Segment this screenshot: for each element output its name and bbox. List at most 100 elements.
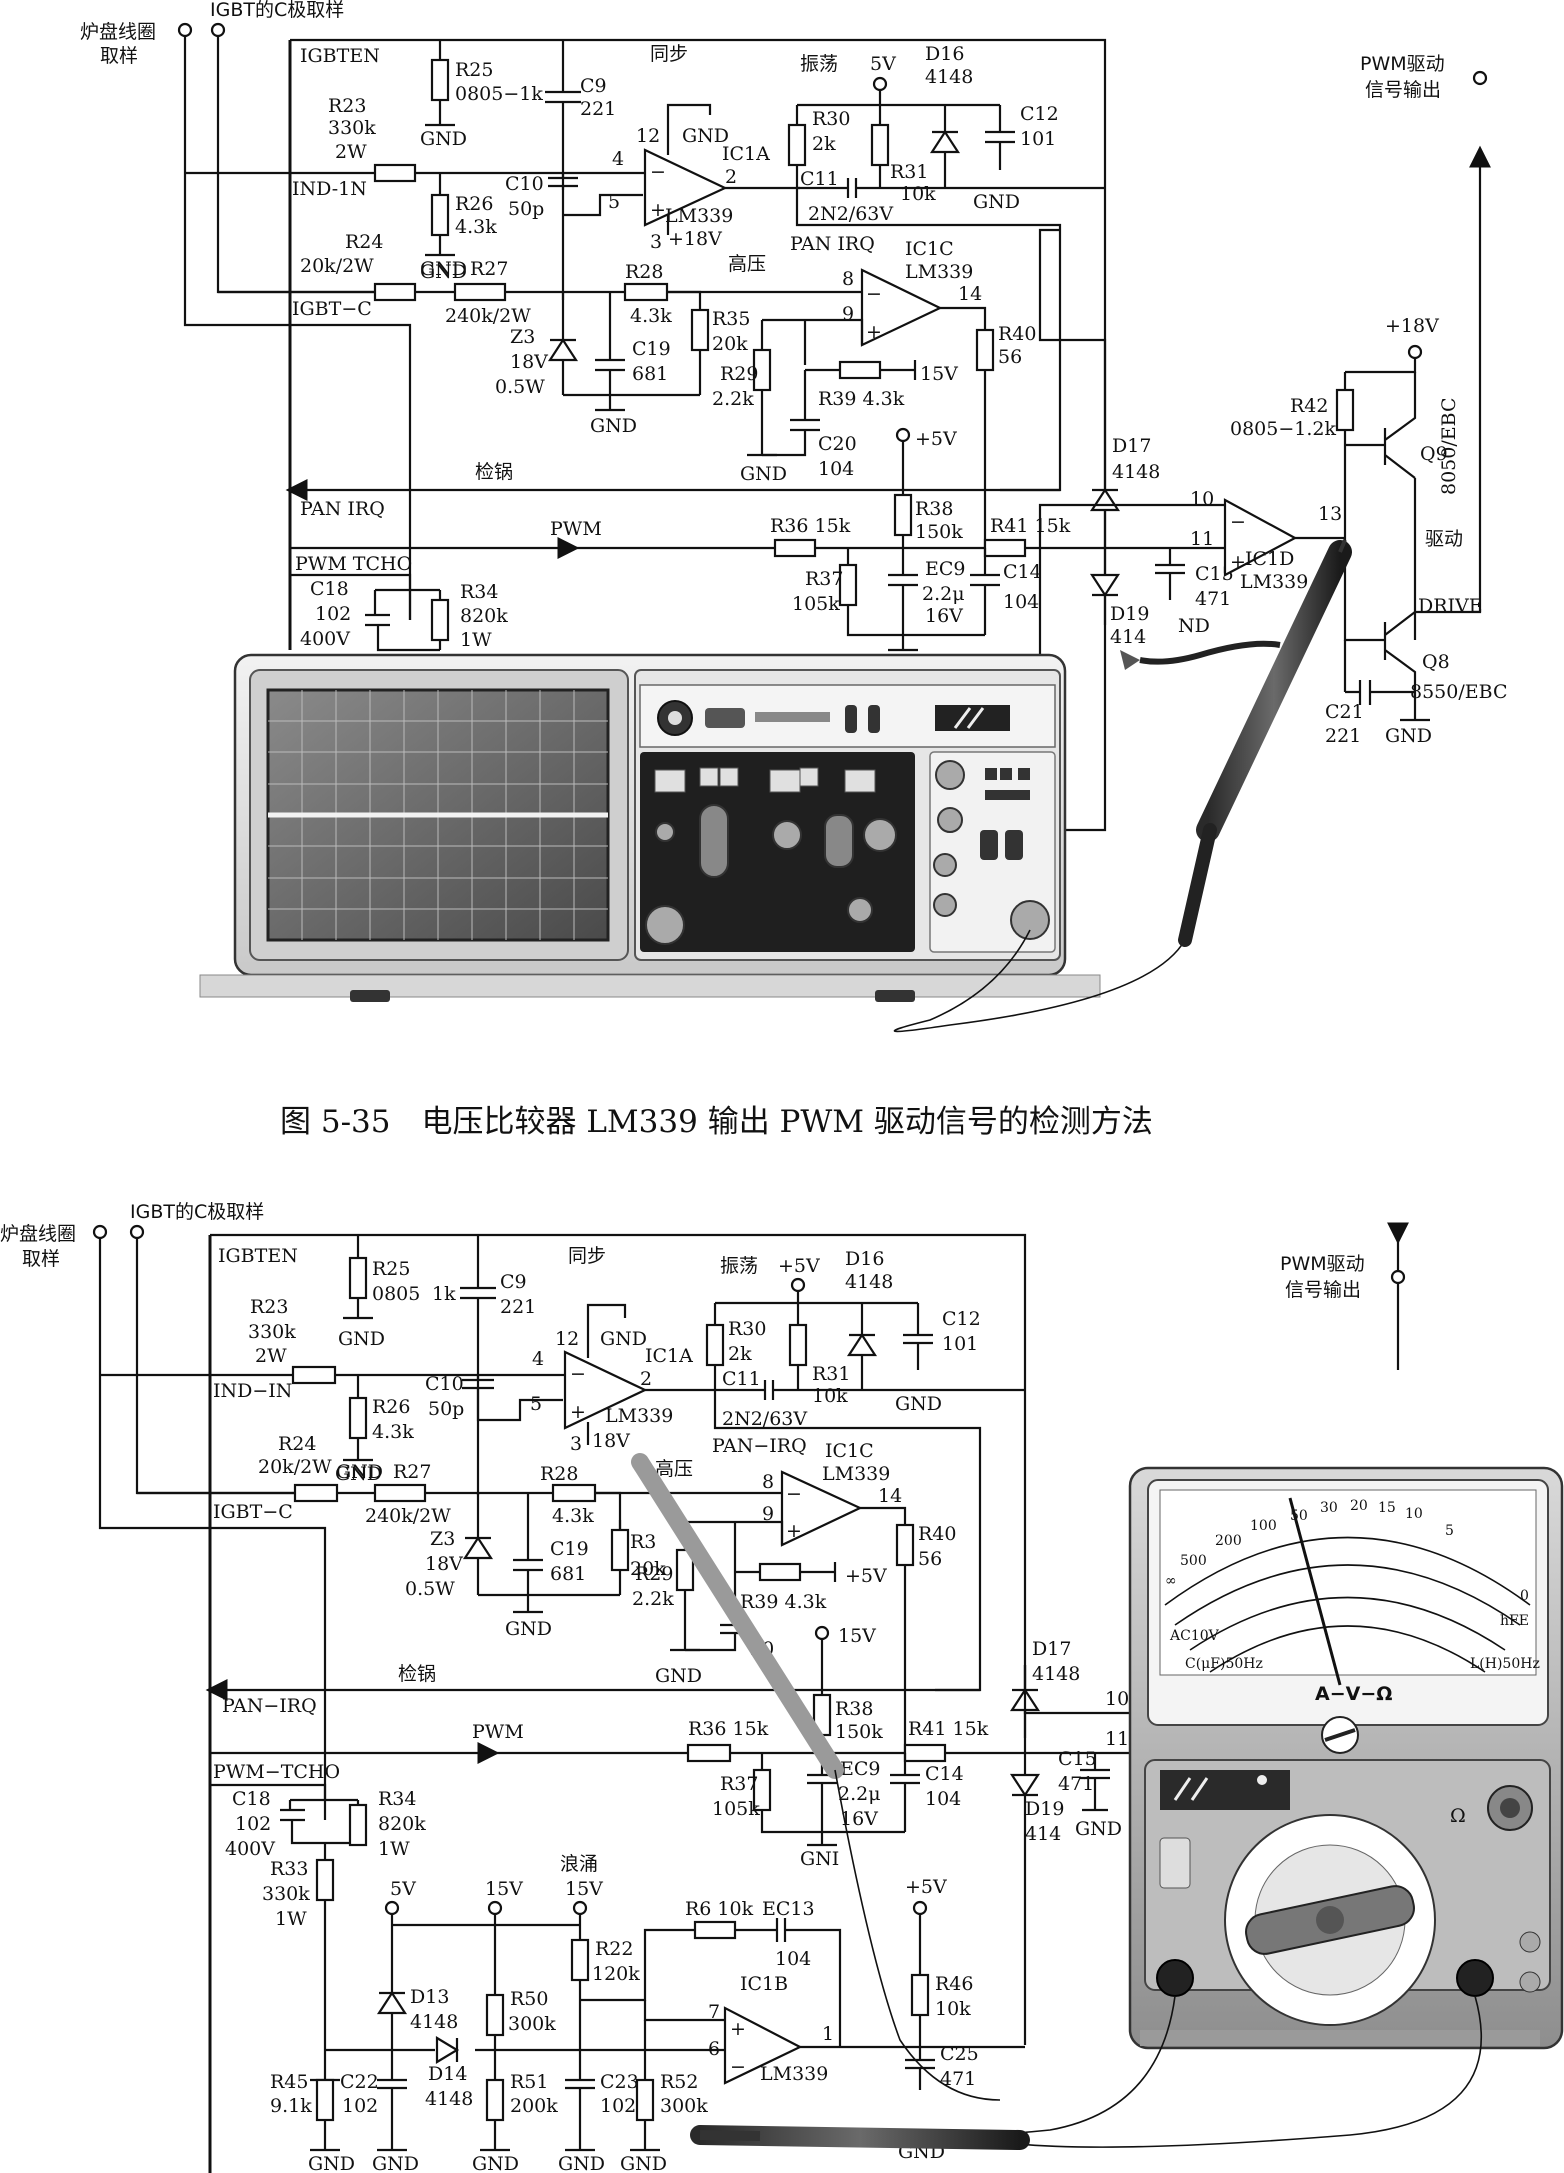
scope-probe[interactable] <box>1196 540 1352 842</box>
terminal-igbt-c-sample[interactable] <box>210 22 226 38</box>
svg-text:2: 2 <box>725 166 737 188</box>
svg-text:同步: 同步 <box>568 1245 606 1267</box>
svg-text:500: 500 <box>1180 1553 1207 1569</box>
svg-text:R26: R26 <box>372 1396 410 1418</box>
svg-text:16V: 16V <box>840 1808 878 1830</box>
scope-knob[interactable] <box>655 822 675 842</box>
terminal-igbt-c-sample-2[interactable] <box>129 1224 145 1240</box>
svg-text:+5V: +5V <box>845 1565 887 1587</box>
svg-text:221: 221 <box>1325 725 1361 747</box>
terminal-pwm-out[interactable] <box>1472 70 1488 86</box>
svg-text:C15: C15 <box>1058 1748 1097 1770</box>
svg-text:R28: R28 <box>540 1463 578 1485</box>
svg-text:330k: 330k <box>262 1883 310 1905</box>
svg-text:C11: C11 <box>722 1368 761 1390</box>
svg-text:400V: 400V <box>225 1838 275 1860</box>
svg-text:50p: 50p <box>508 198 544 220</box>
svg-text:4148: 4148 <box>925 66 973 88</box>
svg-text:PAN IRQ: PAN IRQ <box>790 233 875 255</box>
svg-text:R26: R26 <box>455 193 493 215</box>
svg-text:4.3k: 4.3k <box>552 1505 594 1527</box>
scope-input-jack[interactable] <box>1010 900 1050 940</box>
meter-com-jack[interactable] <box>1156 1959 1194 1997</box>
svg-text:18V: 18V <box>510 351 548 373</box>
svg-text:R41 15k: R41 15k <box>990 515 1071 537</box>
svg-text:R39 4.3k: R39 4.3k <box>740 1591 827 1613</box>
svg-text:101: 101 <box>1020 128 1056 150</box>
svg-text:R41 15k: R41 15k <box>908 1718 989 1740</box>
svg-text:C25: C25 <box>940 2043 979 2065</box>
svg-text:R27: R27 <box>393 1461 431 1483</box>
svg-text:PAN−IRQ: PAN−IRQ <box>712 1435 807 1457</box>
svg-text:4148: 4148 <box>1032 1663 1080 1685</box>
svg-text:820k: 820k <box>460 605 508 627</box>
ic1a-comparator <box>643 148 728 227</box>
svg-text:1: 1 <box>822 2023 834 2045</box>
svg-text:15V: 15V <box>920 363 958 385</box>
svg-text:4148: 4148 <box>1112 461 1160 483</box>
svg-text:104: 104 <box>775 1948 811 1970</box>
scope-button[interactable] <box>868 705 880 733</box>
meter-red-probe[interactable] <box>631 1453 844 1779</box>
terminal-coil-sample-2[interactable] <box>92 1224 108 1240</box>
svg-text:GND: GND <box>973 191 1020 213</box>
svg-text:L(H)50Hz: L(H)50Hz <box>1470 1656 1540 1672</box>
figure-1-schematic: 炉盘线圈 取样 IGBT的C极取样 IGBTEN R23 330k 2W IND… <box>80 0 1507 832</box>
svg-text:104: 104 <box>925 1788 961 1810</box>
svg-text:C10: C10 <box>425 1373 464 1395</box>
svg-text:C20: C20 <box>818 433 857 455</box>
svg-text:14: 14 <box>878 1485 902 1507</box>
svg-text:101: 101 <box>942 1333 978 1355</box>
svg-text:+: + <box>866 321 882 343</box>
svg-text:R29: R29 <box>635 1563 673 1585</box>
svg-text:9: 9 <box>842 303 854 325</box>
svg-text:11: 11 <box>1190 528 1214 550</box>
svg-text:D19: D19 <box>1110 603 1149 625</box>
svg-text:8: 8 <box>842 268 854 290</box>
scope-button[interactable] <box>845 705 857 733</box>
svg-text:200k: 200k <box>510 2095 558 2117</box>
svg-text:C12: C12 <box>1020 103 1059 125</box>
scope-knob[interactable] <box>847 897 873 923</box>
svg-text:LM339: LM339 <box>760 2063 828 2085</box>
svg-text:104: 104 <box>1003 591 1039 613</box>
scope-knob[interactable] <box>772 820 802 850</box>
svg-text:50p: 50p <box>428 1398 464 1420</box>
svg-text:8550/EBC: 8550/EBC <box>1410 681 1507 703</box>
coil-sample-label-1: 炉盘线圈 <box>80 21 156 43</box>
svg-text:GND: GND <box>420 261 467 283</box>
svg-text:C19: C19 <box>550 1538 589 1560</box>
svg-text:−: − <box>866 283 882 305</box>
scope-knob[interactable] <box>863 818 897 852</box>
svg-text:4148: 4148 <box>410 2011 458 2033</box>
svg-text:GND: GND <box>655 1665 702 1687</box>
svg-text:GND: GND <box>420 128 467 150</box>
svg-text:GND: GND <box>895 1393 942 1415</box>
scope-knob[interactable] <box>645 905 685 945</box>
svg-text:GND: GND <box>740 463 787 485</box>
svg-text:IC1B: IC1B <box>740 1973 788 1995</box>
svg-text:C9: C9 <box>580 75 607 97</box>
svg-text:LM339: LM339 <box>822 1463 890 1485</box>
svg-text:R38: R38 <box>835 1698 873 1720</box>
svg-text:GND: GND <box>558 2153 605 2173</box>
svg-text:检锅: 检锅 <box>398 1663 436 1685</box>
svg-text:200: 200 <box>1215 1533 1242 1549</box>
svg-text:DRIVE: DRIVE <box>1418 595 1483 617</box>
svg-text:IC1A: IC1A <box>722 143 770 165</box>
svg-text:681: 681 <box>550 1563 586 1585</box>
svg-text:R30: R30 <box>812 108 850 130</box>
svg-text:−: − <box>730 2056 746 2078</box>
svg-text:R34: R34 <box>378 1788 416 1810</box>
svg-text:0.5W: 0.5W <box>495 376 545 398</box>
svg-text:400V: 400V <box>300 628 350 650</box>
svg-text:R27: R27 <box>470 258 508 280</box>
svg-text:振荡: 振荡 <box>720 1255 758 1277</box>
terminal-coil-sample[interactable] <box>177 22 193 38</box>
svg-text:Ω: Ω <box>1450 1805 1466 1827</box>
svg-text:102: 102 <box>342 2095 378 2117</box>
svg-text:LM339: LM339 <box>1240 571 1308 593</box>
svg-text:+5V: +5V <box>905 1876 947 1898</box>
svg-text:PWM−TCHO: PWM−TCHO <box>213 1761 340 1783</box>
meter-v-jack[interactable] <box>1456 1959 1494 1997</box>
